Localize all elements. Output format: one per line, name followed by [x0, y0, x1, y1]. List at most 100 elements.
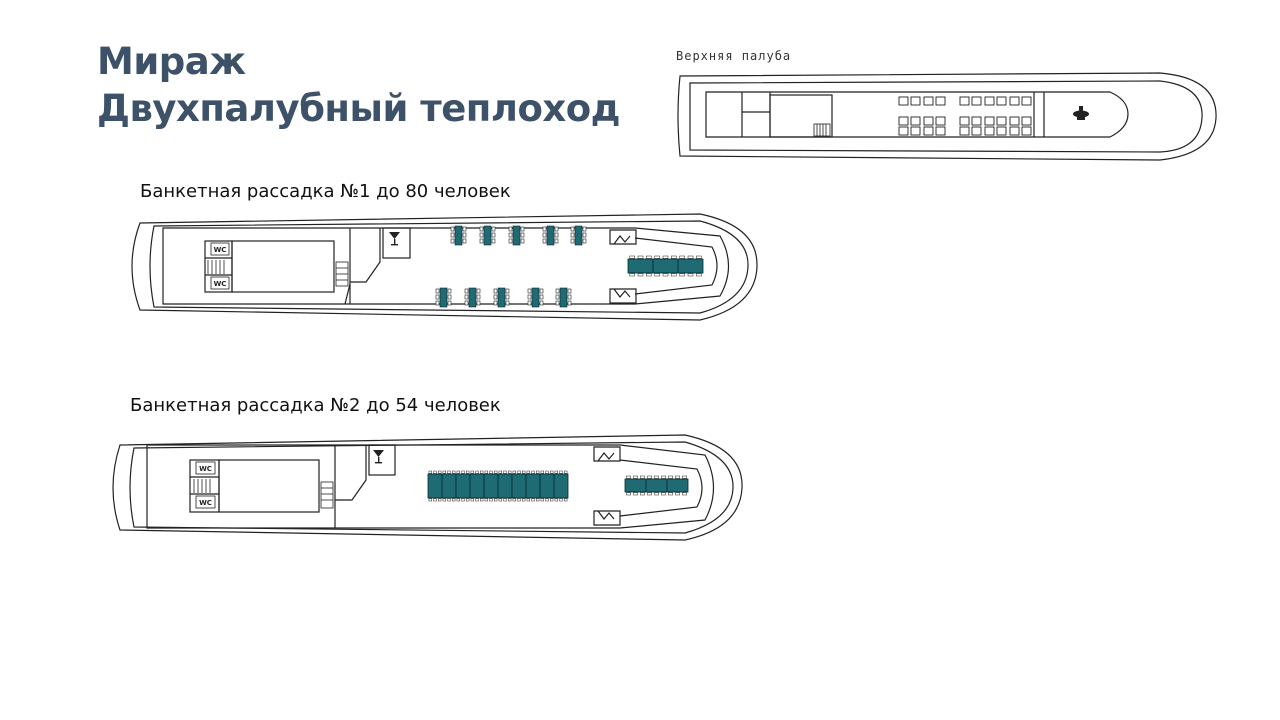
chair — [479, 232, 484, 238]
layout-1-room — [231, 240, 335, 293]
chair — [526, 470, 530, 474]
upper-deck-hull — [677, 72, 1217, 161]
upper-seat — [935, 116, 946, 126]
chair — [654, 492, 659, 496]
banquet-table — [468, 287, 477, 308]
chair — [527, 288, 532, 294]
chair — [554, 226, 559, 232]
chair — [480, 498, 484, 502]
chair — [640, 492, 645, 496]
chair — [479, 238, 484, 244]
wc-icon: WC — [195, 495, 216, 509]
chair — [464, 294, 469, 300]
chair — [435, 300, 440, 306]
banquet-table — [427, 473, 443, 499]
chair — [540, 498, 544, 502]
cocktail-icon — [373, 450, 384, 464]
chair — [687, 255, 694, 259]
layout-2-hull-inner — [129, 441, 734, 534]
upper-seat — [984, 126, 995, 136]
chair — [484, 470, 488, 474]
chair — [646, 255, 652, 259]
chair — [450, 238, 455, 244]
chair — [520, 238, 525, 244]
banquet-table — [455, 473, 471, 499]
stairs-icon — [207, 260, 225, 274]
svg-text:WC: WC — [199, 499, 212, 507]
chair — [637, 273, 644, 277]
banquet-table — [553, 473, 569, 499]
upper-seat — [984, 116, 995, 126]
chair — [633, 475, 638, 479]
chair — [503, 498, 507, 502]
chair — [564, 470, 568, 474]
banquet-table — [645, 478, 668, 493]
chair — [461, 470, 465, 474]
upper-seat — [898, 116, 909, 126]
chair — [476, 288, 481, 294]
upper-deck-plan — [677, 72, 1217, 161]
banquet-table — [497, 287, 506, 308]
chair — [462, 238, 467, 244]
banquet-table — [531, 287, 540, 308]
chair — [633, 492, 638, 496]
upper-deck-cabin — [705, 91, 1129, 138]
chair — [480, 470, 484, 474]
chair — [545, 470, 549, 474]
door-icon — [593, 446, 621, 462]
chair — [456, 498, 460, 502]
wc-icon: WC — [210, 242, 230, 256]
banquet-table — [483, 473, 499, 499]
chair — [494, 498, 498, 502]
chair — [517, 470, 521, 474]
chair — [505, 288, 510, 294]
layout-1-bar-counter — [382, 227, 411, 259]
upper-seat — [935, 96, 946, 106]
banquet-table — [627, 258, 654, 274]
layout-2-cabin — [146, 444, 714, 529]
chair — [550, 470, 554, 474]
chair — [668, 492, 673, 496]
upper-deck-stairs — [813, 123, 831, 137]
chair — [493, 294, 498, 300]
banquet-table — [574, 225, 583, 246]
chair — [508, 470, 512, 474]
chair — [542, 226, 547, 232]
chair — [554, 232, 559, 238]
svg-text:WC: WC — [214, 246, 227, 254]
banquet-table — [652, 258, 679, 274]
cocktail-icon — [389, 232, 400, 246]
banquet-table — [497, 473, 513, 499]
chair — [447, 288, 452, 294]
chair — [696, 255, 702, 259]
chair — [442, 498, 446, 502]
chair — [522, 470, 526, 474]
chair — [512, 470, 516, 474]
chair — [442, 470, 446, 474]
chair — [447, 470, 451, 474]
banquet-table — [512, 225, 521, 246]
layout-2-plan: WC WC — [112, 434, 743, 541]
chair — [540, 470, 544, 474]
chair — [466, 470, 470, 474]
chair — [661, 492, 666, 496]
chair — [647, 492, 652, 496]
upper-seat — [1021, 96, 1032, 106]
chair — [687, 273, 694, 277]
chair — [493, 300, 498, 306]
chair — [505, 300, 510, 306]
upper-deck-seating — [898, 96, 1032, 136]
chair — [554, 238, 559, 244]
layout-2-bar-counter — [368, 444, 396, 476]
helm-icon — [1073, 106, 1089, 120]
layout-1-wc-block — [204, 240, 233, 293]
svg-text:WC: WC — [214, 280, 227, 288]
chair — [491, 232, 496, 238]
chair — [545, 498, 549, 502]
chair — [498, 470, 502, 474]
chair — [452, 470, 456, 474]
chair — [570, 232, 575, 238]
chair — [462, 232, 467, 238]
chair — [517, 498, 521, 502]
